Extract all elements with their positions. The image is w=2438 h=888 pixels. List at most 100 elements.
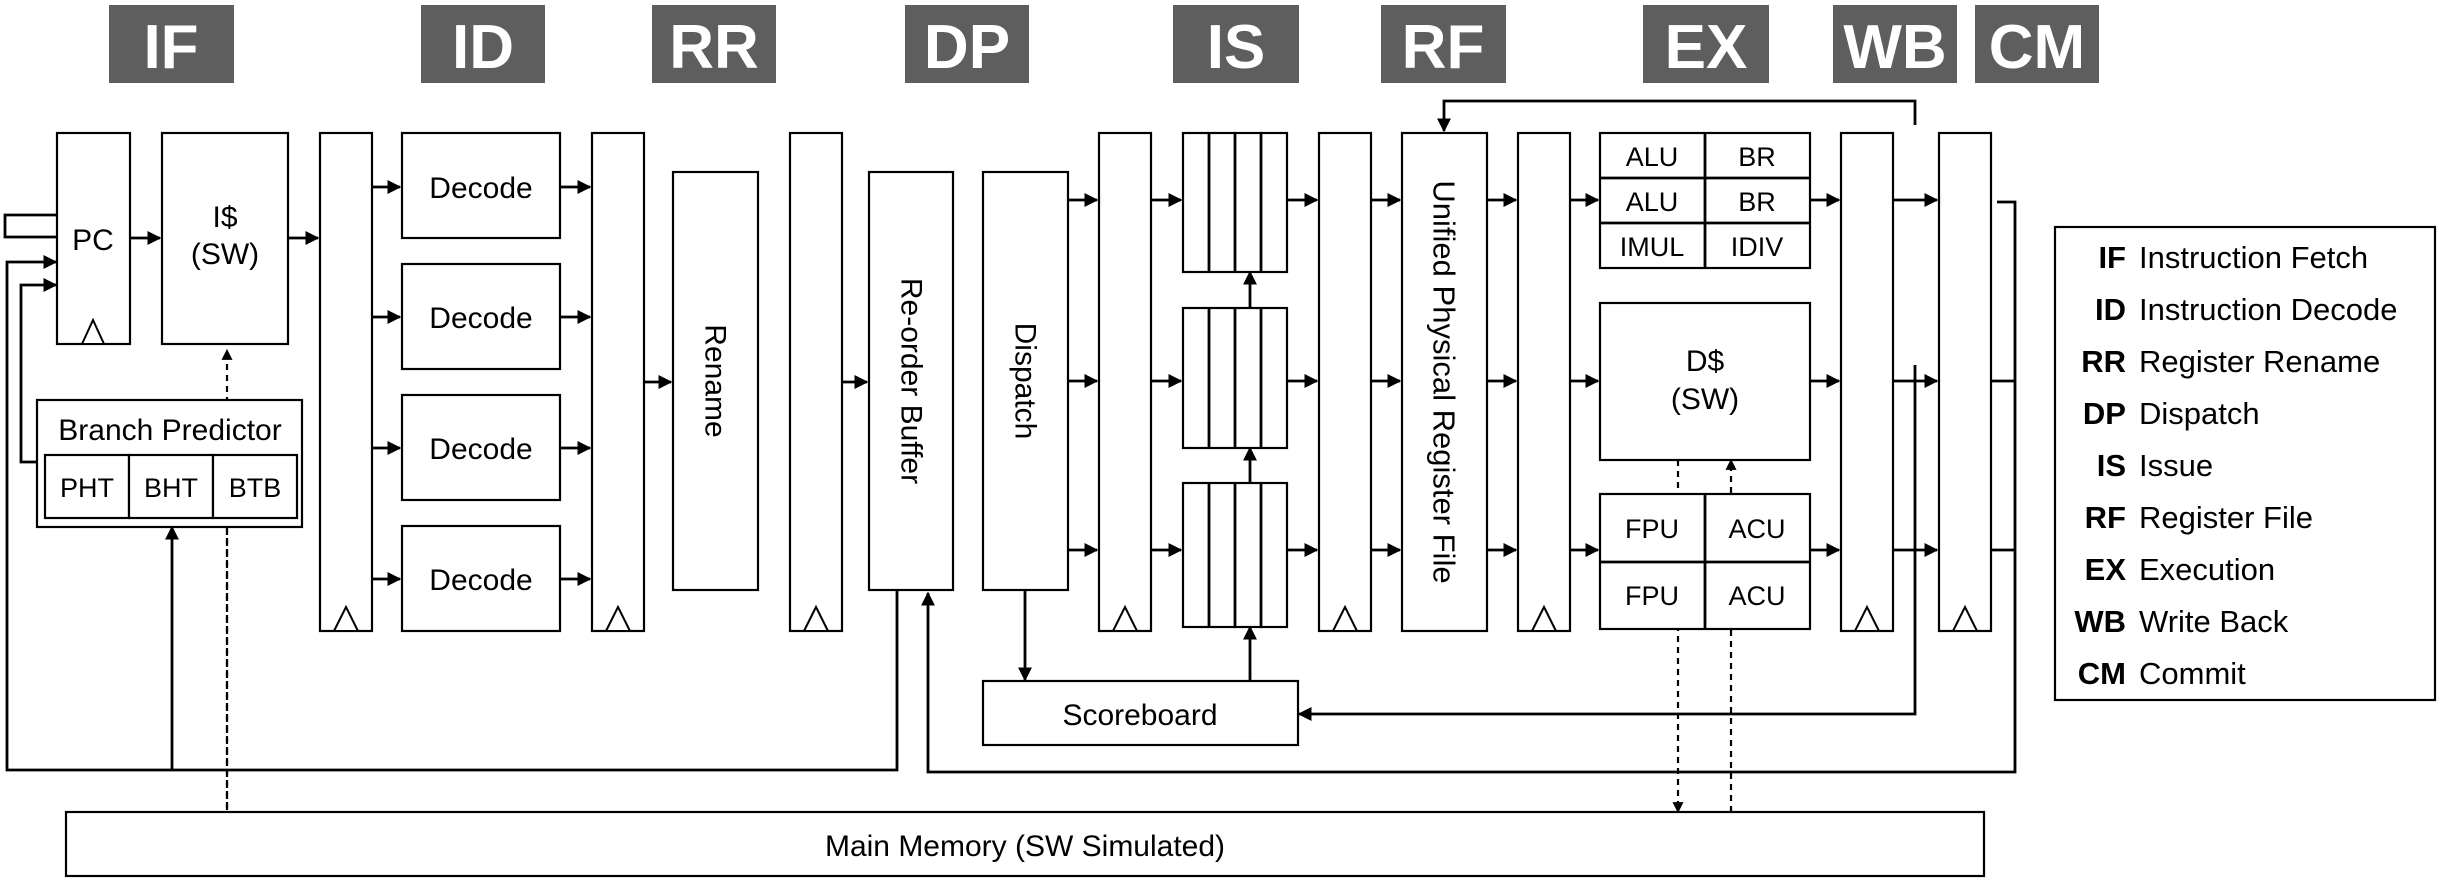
legend-desc-id: Instruction Decode [2139, 292, 2397, 327]
btb-label: BTB [229, 473, 282, 503]
stage-header-cm: CM [1975, 5, 2099, 83]
dispatch-label: Dispatch [1009, 323, 1042, 440]
bht-label: BHT [144, 473, 198, 503]
fpu-label-0: FPU [1625, 514, 1679, 544]
latch-rf-ex [1516, 131, 1572, 633]
stage-header-ex: EX [1643, 5, 1769, 83]
pht-label: PHT [60, 473, 114, 503]
stage-label-is: IS [1207, 13, 1266, 82]
stage-label-if: IF [143, 13, 198, 82]
legend-desc-if: Instruction Fetch [2139, 240, 2368, 275]
latch-id-rr [590, 131, 646, 633]
legend-desc-dp: Dispatch [2139, 396, 2260, 431]
stage-header-rf: RF [1381, 5, 1506, 83]
stage-header-rr: RR [652, 5, 776, 83]
dcache-sub-label: (SW) [1671, 383, 1739, 416]
legend-abbr-is: IS [2097, 448, 2126, 483]
stage-header-dp: DP [905, 5, 1029, 83]
stage-header-if: IF [109, 5, 234, 83]
rename-unit [671, 170, 760, 592]
legend-desc-rf: Register File [2139, 500, 2313, 535]
stage-header-wb: WB [1833, 5, 1957, 83]
latch-ex-wb-clock [1853, 604, 1881, 632]
legend-box [2053, 225, 2437, 702]
decode-unit-2 [400, 393, 562, 502]
latch-rr-dp [788, 131, 844, 633]
latch-rr-dp-clock [802, 604, 830, 632]
stage-header-is: IS [1173, 5, 1299, 83]
legend-desc-rr: Register Rename [2139, 344, 2380, 379]
br-label-0: BR [1738, 142, 1776, 172]
legend-desc-wb: Write Back [2139, 604, 2289, 639]
icache-label: I$ [212, 201, 237, 234]
rename-label: Rename [699, 324, 732, 437]
legend-desc-is: Issue [2139, 448, 2213, 483]
acu-label-0: ACU [1728, 514, 1785, 544]
imul-label: IMUL [1620, 232, 1685, 262]
main-memory-label: Main Memory (SW Simulated) [825, 830, 1225, 863]
pc-clock-triangle [80, 317, 106, 345]
fpu-label-1: FPU [1625, 581, 1679, 611]
stage-label-dp: DP [924, 13, 1010, 82]
latch-if-id [318, 131, 374, 633]
decode-label-3: Decode [429, 564, 532, 597]
writeback-to-regfile-wire [1437, 99, 1917, 133]
icache-block [160, 131, 290, 346]
latch-dp-is-clock [1111, 604, 1139, 632]
alu-label-0: ALU [1626, 142, 1679, 172]
register-file [1400, 131, 1489, 633]
decode-unit-0 [400, 131, 562, 240]
stage-label-rf: RF [1402, 13, 1485, 82]
decode-unit-3 [400, 524, 562, 633]
icache-sub-label: (SW) [191, 238, 259, 271]
writeback-to-scoreboard-wire [1297, 365, 1917, 721]
br-label-1: BR [1738, 187, 1776, 217]
idiv-label: IDIV [1731, 232, 1784, 262]
latch-id-rr-clock [604, 604, 632, 632]
reorder-buffer-label: Re-order Buffer [895, 278, 928, 484]
scoreboard [981, 679, 1300, 747]
stage-label-id: ID [452, 13, 514, 82]
latch-if-id-clock [332, 604, 360, 632]
pc-loop-wire [3, 213, 57, 239]
acu-label-1: ACU [1728, 581, 1785, 611]
legend-desc-ex: Execution [2139, 552, 2275, 587]
pc-label: PC [72, 224, 114, 257]
pc-register [55, 131, 132, 346]
dcache-label: D$ [1686, 345, 1725, 378]
pht-table [43, 453, 131, 520]
stage-label-rr: RR [669, 13, 759, 82]
decode-unit-1 [400, 262, 562, 371]
legend-abbr-wb: WB [2074, 604, 2126, 639]
rob-redirect-wire [5, 255, 899, 772]
legend-abbr-rf: RF [2085, 500, 2126, 535]
issue-queue-0 [1181, 131, 1289, 274]
legend-desc-cm: Commit [2139, 656, 2246, 691]
scoreboard-label: Scoreboard [1062, 699, 1217, 732]
fp-units [1598, 492, 1812, 631]
commit-to-rob-wire [921, 200, 2017, 774]
latch-rf-ex-clock [1530, 604, 1558, 632]
branch-predictor-label: Branch Predictor [58, 414, 281, 447]
latch-dp-is [1097, 131, 1153, 633]
decode-label-0: Decode [429, 172, 532, 205]
register-file-label: Unified Physical Register File [1427, 180, 1462, 583]
legend-abbr-if: IF [2098, 240, 2126, 275]
legend-abbr-id: ID [2095, 292, 2126, 327]
bht-table [127, 453, 215, 520]
integer-units [1598, 131, 1812, 270]
legend-items: IF Instruction Fetch ID Instruction Deco… [2074, 240, 2397, 691]
legend-abbr-ex: EX [2085, 552, 2127, 587]
latch-wb-cm [1937, 131, 1993, 633]
latch-is-rf-clock [1331, 604, 1359, 632]
stage-label-cm: CM [1989, 13, 2085, 82]
latch-ex-wb [1839, 131, 1895, 633]
issue-queue-2 [1181, 481, 1289, 629]
stage-label-wb: WB [1843, 13, 1946, 82]
legend-abbr-dp: DP [2083, 396, 2126, 431]
decode-label-2: Decode [429, 433, 532, 466]
dcache-block [1598, 301, 1812, 462]
stage-label-ex: EX [1665, 13, 1748, 82]
alu-label-1: ALU [1626, 187, 1679, 217]
